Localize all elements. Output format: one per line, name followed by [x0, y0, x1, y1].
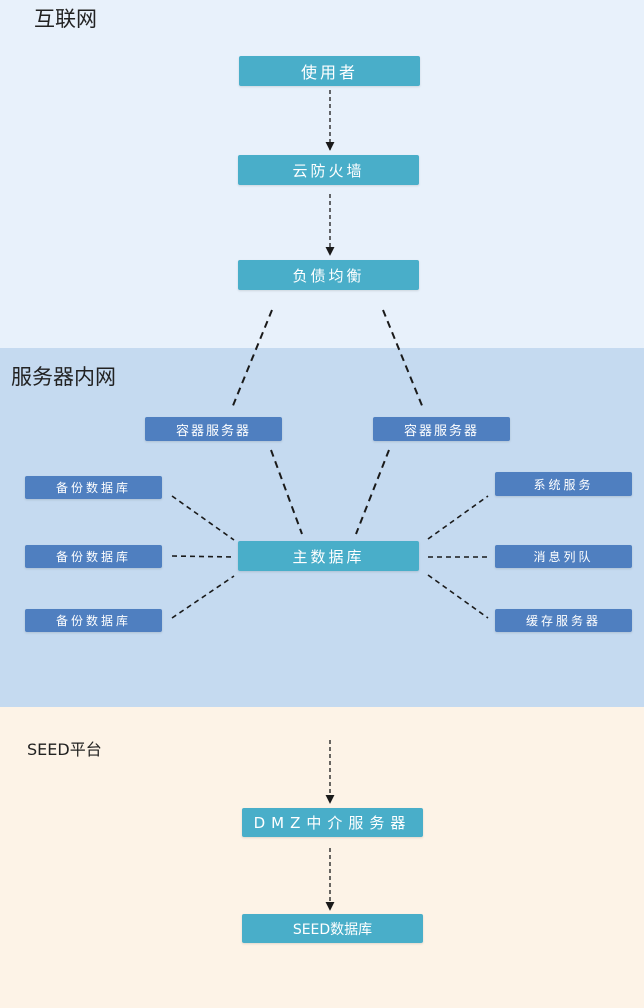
load-balancer-node: 负债均衡 — [238, 260, 419, 290]
system-service-node: 系统服务 — [495, 472, 632, 496]
seed-database-node: SEED数据库 — [242, 914, 423, 943]
backup-db-node-2: 备份数据库 — [25, 545, 162, 568]
cache-server-node: 缓存服务器 — [495, 609, 632, 632]
user-node: 使用者 — [239, 56, 420, 86]
intranet-zone — [0, 348, 644, 707]
message-queue-node: 消息列队 — [495, 545, 632, 568]
internet-zone-title: 互联网 — [34, 7, 97, 31]
seed-zone — [0, 707, 644, 1008]
main-database-node: 主数据库 — [238, 541, 419, 571]
cloud-firewall-node: 云防火墙 — [238, 155, 419, 185]
intranet-zone-title: 服务器内网 — [11, 365, 116, 389]
container-server-right-node: 容器服务器 — [373, 417, 510, 441]
dmz-server-node: DMZ中介服务器 — [242, 808, 423, 837]
container-server-left-node: 容器服务器 — [145, 417, 282, 441]
backup-db-node-1: 备份数据库 — [25, 476, 162, 499]
backup-db-node-3: 备份数据库 — [25, 609, 162, 632]
seed-zone-title: SEED平台 — [27, 740, 102, 759]
